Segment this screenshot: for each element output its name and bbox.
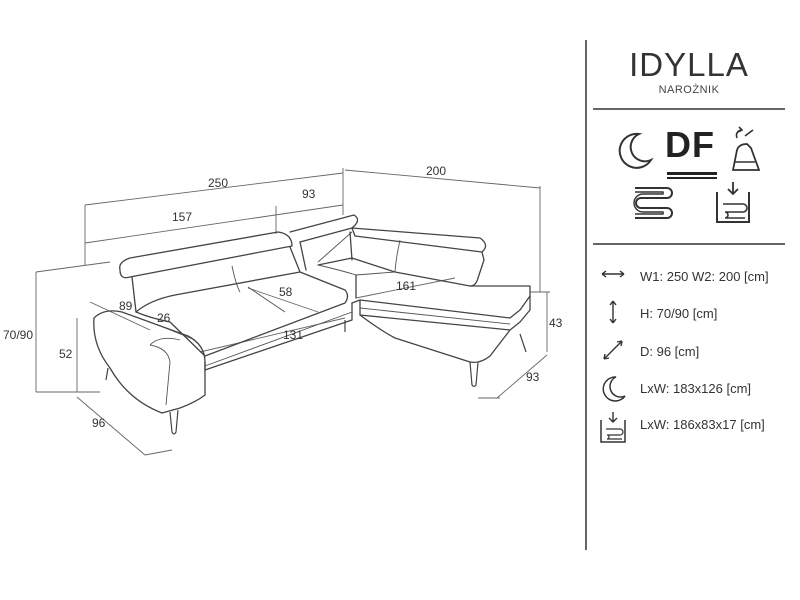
dim-depth: 96 [92, 416, 106, 430]
sofa-legs [105, 320, 527, 435]
dim-seat-length: 131 [283, 328, 303, 342]
spec-row-storage: LxW: 186x83x17 [cm] [590, 410, 795, 443]
dim-corner-width: 93 [302, 187, 316, 201]
dim-total-width: 250 [208, 176, 228, 190]
sleep-function-icon [618, 132, 654, 169]
spec-width-text: W1: 250 W2: 200 [cm] [640, 269, 769, 284]
dim-right-width: 200 [426, 164, 446, 178]
df-underline-2 [667, 177, 717, 179]
spec-row-width: W1: 250 W2: 200 [cm] [590, 262, 795, 292]
dim-armrest-height: 52 [59, 347, 73, 361]
dimension-lines [35, 168, 550, 456]
width-arrow-icon [601, 270, 625, 278]
dim-left-seat-width: 157 [172, 210, 192, 224]
df-underline [667, 172, 717, 175]
storage-box-icon [600, 412, 626, 443]
spec-row-depth: D: 96 [cm] [590, 337, 795, 367]
wavy-spring-icon [633, 187, 673, 219]
spec-row-sleep: LxW: 183x126 [cm] [590, 374, 795, 404]
divider-middle [593, 243, 785, 245]
dim-chaise-length: 161 [396, 279, 416, 293]
divider-top [593, 108, 785, 110]
dim-seat-depth: 58 [279, 285, 293, 299]
depth-arrow-icon [603, 340, 623, 360]
product-title: IDYLLA [629, 46, 749, 83]
product-type: NAROŻNIK [658, 84, 720, 96]
dim-seat-height: 43 [549, 316, 563, 330]
sleep-moon-icon [602, 376, 626, 402]
dim-chaise-depth: 93 [526, 370, 540, 384]
spec-depth-text: D: 96 [cm] [640, 344, 700, 359]
spec-sleep-text: LxW: 183x126 [cm] [640, 381, 752, 396]
spec-height-text: H: 70/90 [cm] [640, 306, 718, 321]
feature-icons: DF [585, 118, 800, 238]
df-label: DF [665, 124, 715, 165]
dim-armrest-depth: 89 [119, 299, 133, 313]
spec-panel: IDYLLA NAROŻNIK DF [585, 0, 800, 600]
dim-armrest-width: 26 [157, 311, 171, 325]
dim-height: 70/90 [3, 328, 33, 342]
sofa-dimension-drawing: 250 200 157 93 70/90 52 96 89 26 58 161 … [3, 164, 563, 456]
storage-container-icon [716, 182, 750, 223]
height-arrow-icon [609, 300, 617, 324]
adjustable-headrest-icon [731, 126, 761, 171]
spec-row-height: H: 70/90 [cm] [590, 299, 795, 329]
spec-storage-text: LxW: 186x83x17 [cm] [640, 417, 765, 432]
panel-divider-vertical [585, 40, 587, 550]
sofa-outline [93, 214, 531, 414]
